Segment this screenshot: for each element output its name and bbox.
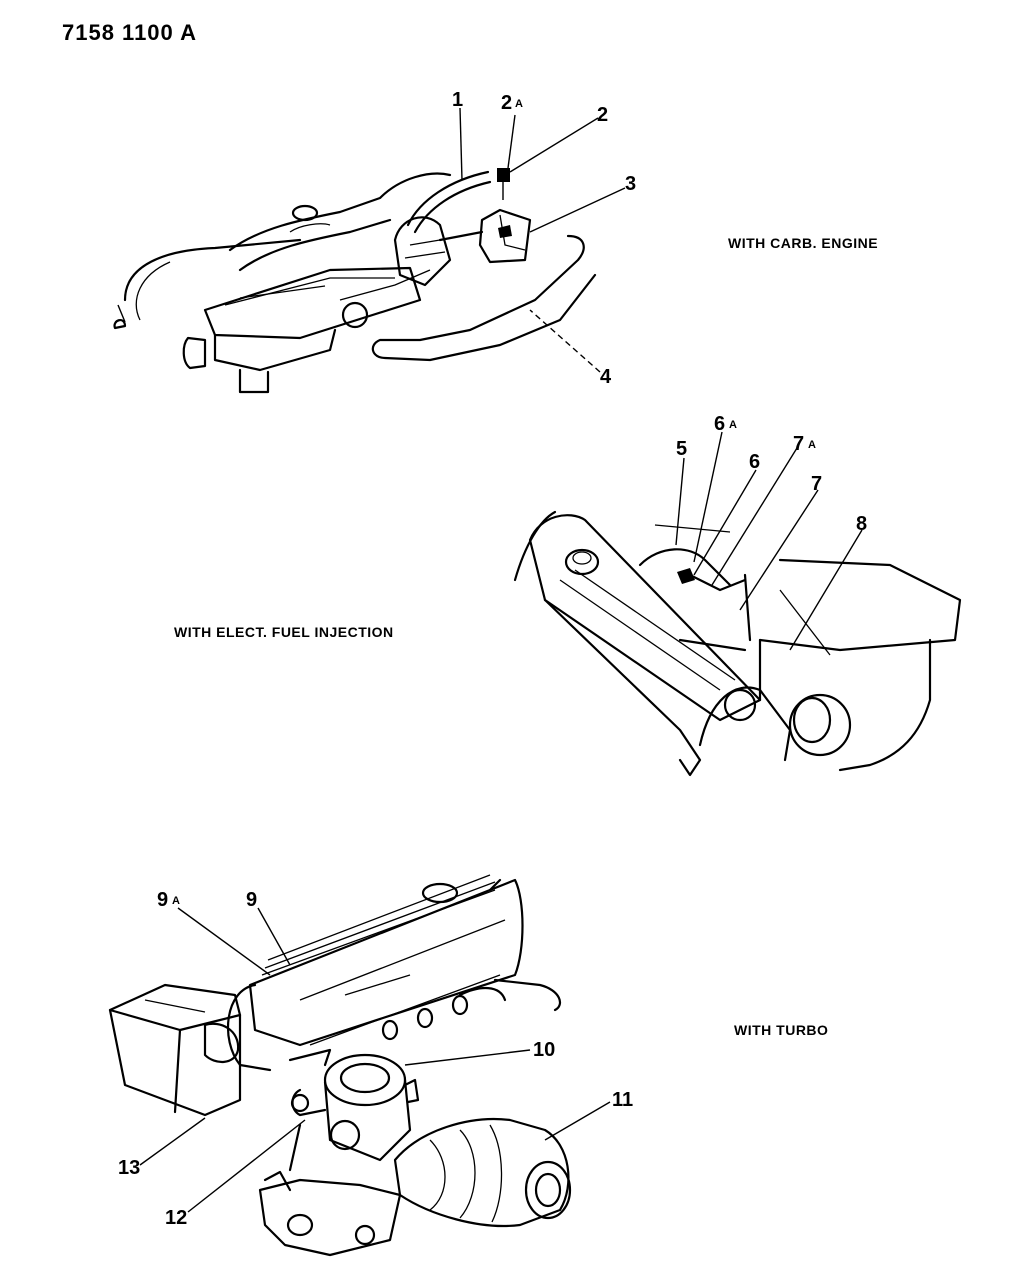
callout-9a: 9 <box>157 889 168 911</box>
callout-12: 12 <box>165 1207 187 1229</box>
callout-8: 8 <box>856 513 867 535</box>
callout-2a: 2 <box>501 92 512 114</box>
callout-3: 3 <box>625 173 636 195</box>
callout-7a: 7 <box>793 433 804 455</box>
callout-11: 11 <box>612 1089 633 1111</box>
callout-5: 5 <box>676 438 687 460</box>
callout-2: 2 <box>597 104 608 126</box>
callout-6a-suffix: A <box>729 419 737 431</box>
callout-1: 1 <box>452 89 463 111</box>
callout-10: 10 <box>533 1039 555 1061</box>
callout-6a: 6 <box>714 413 725 435</box>
efi-engine-illustration <box>513 431 962 777</box>
callout-9a-suffix: A <box>172 895 180 907</box>
callout-4: 4 <box>600 366 612 388</box>
carb-engine-illustration <box>113 107 626 394</box>
caption-turbo: WITH TURBO <box>734 1022 828 1038</box>
callout-6: 6 <box>749 451 760 473</box>
callout-13: 13 <box>118 1157 140 1179</box>
callout-2a-suffix: A <box>515 98 523 110</box>
caption-carb-engine: WITH CARB. ENGINE <box>728 235 878 251</box>
callout-7: 7 <box>811 473 822 495</box>
reference-code: 7158 1100 A <box>62 20 197 45</box>
caption-efi: WITH ELECT. FUEL INJECTION <box>174 624 394 640</box>
callout-9: 9 <box>246 889 257 911</box>
callout-7a-suffix: A <box>808 439 816 451</box>
turbo-engine-illustration <box>108 874 611 1257</box>
